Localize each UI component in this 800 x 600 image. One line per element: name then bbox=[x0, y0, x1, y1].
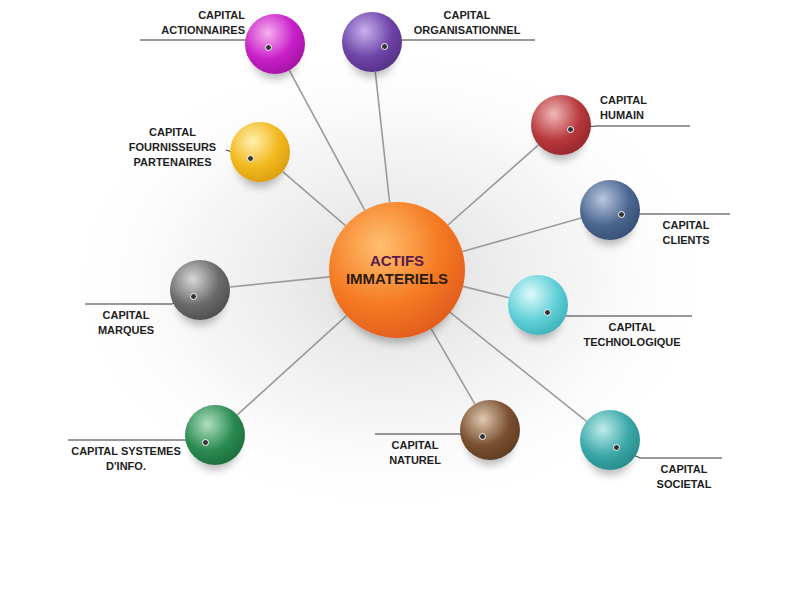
capital-label: CAPITAL TECHNOLOGIQUE bbox=[572, 320, 692, 350]
capital-label: CAPITAL SYSTEMES D'INFO. bbox=[70, 444, 182, 474]
capital-sphere: CAPITAL FOURNISSEURS PARTENAIRES bbox=[230, 122, 290, 182]
sphere-text-wrap: ACTIFSIMMATERIELS bbox=[329, 202, 465, 338]
capital-label: CAPITAL ACTIONNAIRES bbox=[140, 8, 245, 38]
spoke-line bbox=[448, 145, 539, 225]
capital-sphere: CAPITAL HUMAIN bbox=[531, 95, 591, 155]
capital-label: CAPITAL FOURNISSEURS PARTENAIRES bbox=[120, 125, 225, 170]
capital-sphere: CAPITAL NATUREL bbox=[460, 400, 520, 460]
spoke-line bbox=[463, 286, 509, 297]
leader-dot bbox=[567, 126, 574, 133]
capital-sphere: CAPITAL ORGANISATIONNEL bbox=[342, 12, 402, 72]
capital-label: CAPITAL CLIENTS bbox=[645, 218, 727, 248]
spoke-line bbox=[283, 172, 346, 226]
capital-label: CAPITAL SOCIETAL bbox=[645, 462, 723, 492]
spoke-line bbox=[237, 316, 346, 415]
capital-sphere: CAPITAL SYSTEMES D'INFO. bbox=[185, 405, 245, 465]
leader-dot bbox=[381, 43, 388, 50]
leader-dot bbox=[544, 309, 551, 316]
spoke-line bbox=[375, 72, 389, 203]
leader-dot bbox=[190, 293, 197, 300]
capital-sphere: CAPITAL MARQUES bbox=[170, 260, 230, 320]
capital-label: CAPITAL HUMAIN bbox=[600, 93, 680, 123]
sphere-title: IMMATERIELS bbox=[346, 270, 448, 288]
capital-label: CAPITAL NATUREL bbox=[375, 438, 455, 468]
spoke-line bbox=[463, 218, 582, 252]
capital-sphere: CAPITAL CLIENTS bbox=[580, 180, 640, 240]
leader-dot bbox=[479, 433, 486, 440]
capital-sphere: CAPITAL ACTIONNAIRES bbox=[245, 14, 305, 74]
leader-dot bbox=[265, 44, 272, 51]
spoke-line bbox=[230, 277, 329, 287]
leader-dot bbox=[613, 444, 620, 451]
capital-label: CAPITAL ORGANISATIONNEL bbox=[402, 8, 532, 38]
capital-sphere: CAPITAL SOCIETAL bbox=[580, 410, 640, 470]
spoke-line bbox=[431, 329, 475, 404]
leader-dot bbox=[618, 211, 625, 218]
spoke-line bbox=[289, 70, 364, 210]
leader-dot bbox=[202, 439, 209, 446]
sphere-title: ACTIFS bbox=[370, 252, 424, 270]
leader-dot bbox=[247, 155, 254, 162]
capital-label: CAPITAL MARQUES bbox=[85, 308, 167, 338]
central-sphere: ACTIFSIMMATERIELS bbox=[329, 202, 465, 338]
spoke-line bbox=[450, 312, 586, 421]
capital-sphere: CAPITAL TECHNOLOGIQUE bbox=[508, 275, 568, 335]
